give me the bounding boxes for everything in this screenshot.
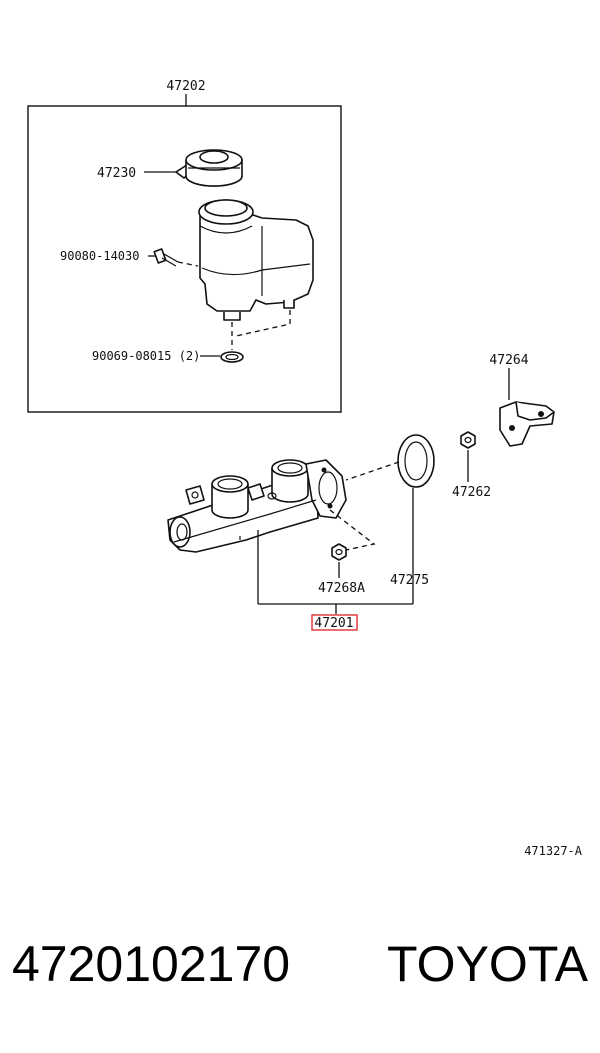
footer: 4720102170 TOYOTA bbox=[0, 935, 600, 1015]
nut-47262: 47262 bbox=[452, 431, 491, 500]
label-90080-14030: 90080-14030 bbox=[60, 249, 139, 263]
label-47202: 47202 bbox=[166, 79, 205, 94]
label-47262: 47262 bbox=[452, 485, 491, 500]
label-47230: 47230 bbox=[97, 166, 136, 181]
reservoir-assembly-box: 47202 bbox=[27, 79, 342, 413]
reservoir-body bbox=[198, 199, 314, 350]
nut-47268a: 47268A bbox=[318, 543, 365, 596]
reservoir-cap: 47230 bbox=[97, 149, 243, 187]
label-47268a: 47268A bbox=[318, 581, 365, 596]
master-cylinder bbox=[167, 459, 376, 604]
footer-part-number: 4720102170 bbox=[12, 936, 291, 992]
label-47201: 47201 bbox=[314, 616, 353, 631]
label-47275: 47275 bbox=[390, 573, 429, 588]
gasket: 47275 bbox=[345, 434, 435, 604]
label-47264: 47264 bbox=[489, 353, 528, 368]
figure-code: 471327-A bbox=[524, 844, 583, 858]
grommet: 90069-08015 (2) bbox=[92, 349, 244, 363]
master-cylinder-assembly-bracket: 47201 bbox=[258, 603, 413, 631]
bracket: 47264 bbox=[489, 353, 555, 447]
screw: 90080-14030 bbox=[60, 248, 199, 267]
label-90069-08015: 90069-08015 (2) bbox=[92, 349, 200, 363]
footer-brand: TOYOTA bbox=[387, 936, 588, 992]
highlight-box bbox=[311, 614, 358, 631]
